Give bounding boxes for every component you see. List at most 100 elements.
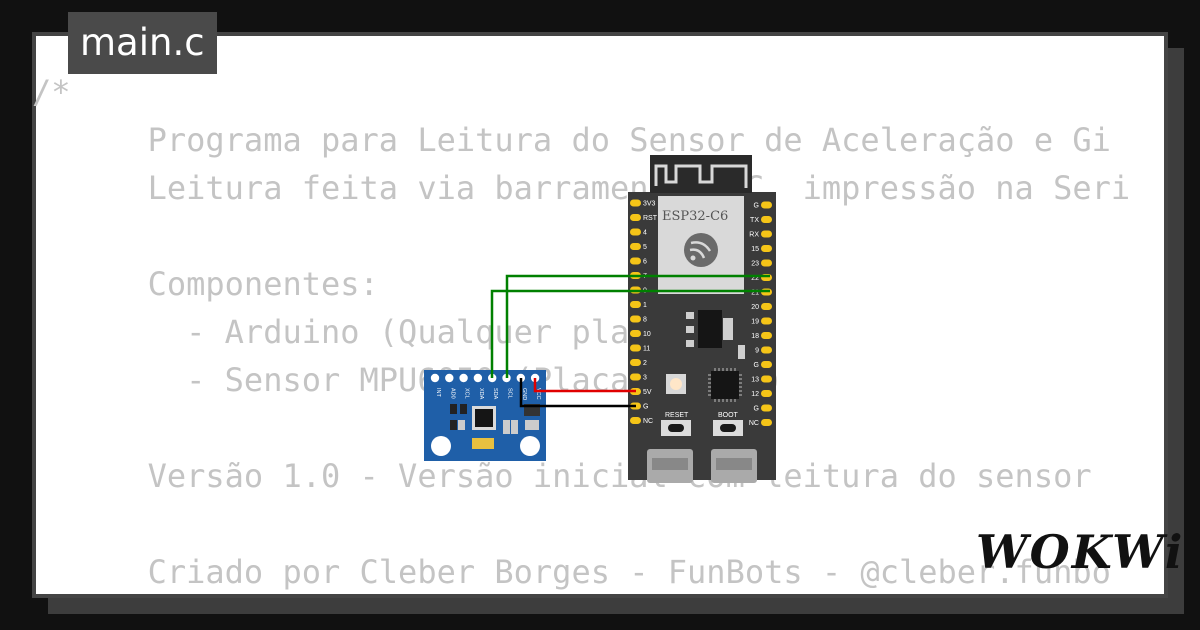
esp32-pin[interactable]	[761, 230, 772, 238]
mpu6050-pin-label: SDA	[492, 388, 498, 400]
esp32-pin[interactable]	[761, 375, 772, 383]
esp32-pin[interactable]	[630, 373, 641, 381]
esp32-pin[interactable]	[761, 259, 772, 267]
esp32-pin-label: 13	[751, 377, 759, 384]
mpu-resistor-pack	[472, 438, 494, 449]
mpu6050-pin-label: VCC	[535, 388, 541, 400]
right-frame-gap	[1184, 48, 1200, 630]
code-card	[32, 32, 1168, 598]
esp32-pin[interactable]	[630, 228, 641, 236]
right-frame	[1164, 32, 1168, 598]
esp32-pin-label: G	[754, 203, 759, 210]
file-tab[interactable]: main.c	[68, 12, 217, 74]
esp32-pin[interactable]	[761, 317, 772, 325]
reset-button[interactable]	[661, 420, 691, 436]
rgb-led-lens	[670, 378, 682, 390]
wokwi-logo: WOKWi	[976, 525, 1185, 579]
esp32-pin-label: 21	[751, 290, 759, 297]
scl-wire[interactable]	[505, 274, 770, 378]
mount-hole	[431, 436, 451, 456]
esp32-pin[interactable]	[761, 419, 772, 426]
esp32-pin[interactable]	[630, 359, 641, 366]
usb-port-left	[647, 449, 693, 483]
esp32-pin-label: 5	[643, 244, 647, 251]
regulator-pin	[686, 340, 694, 347]
chip-label: ESP32-C6	[662, 209, 728, 224]
bottom-frame-shadow	[48, 598, 1184, 614]
boot-button[interactable]	[713, 420, 743, 436]
code-view: /* Programa para Leitura do Sensor de Ac…	[32, 68, 1130, 596]
esp32-pin-label: G	[754, 406, 759, 413]
smd-component	[738, 345, 745, 359]
mpu6050-pin-label: INT	[435, 388, 441, 398]
esp32-pin[interactable]	[630, 301, 641, 308]
esp32-pin-label: 15	[751, 246, 759, 253]
mpu-chip	[475, 409, 493, 427]
espressif-logo-icon	[684, 233, 718, 267]
vcc-wire[interactable]	[533, 378, 636, 393]
code-line: /*	[32, 73, 71, 111]
esp32-pin-label: G	[754, 362, 759, 369]
esp32-pin-label: 8	[643, 317, 647, 324]
esp32-pin[interactable]	[761, 303, 772, 310]
esp32-pin[interactable]	[761, 346, 772, 354]
mount-hole	[520, 436, 540, 456]
bottom-frame-gap-2	[48, 614, 1200, 630]
esp32-pin[interactable]	[630, 257, 641, 265]
esp32-pin[interactable]	[761, 201, 772, 209]
sda-wire[interactable]	[490, 289, 770, 378]
esp32-pin-label: 4	[643, 230, 647, 237]
esp32-pin[interactable]	[630, 214, 641, 221]
mpu6050-pin[interactable]	[430, 373, 440, 383]
wires	[490, 274, 770, 408]
esp32-pin-label: RX	[749, 232, 759, 239]
esp32-pin-label: NC	[643, 418, 653, 425]
bottom-frame-gap	[32, 598, 48, 630]
regulator-tab	[723, 318, 733, 340]
code-line: Componentes:	[32, 265, 379, 303]
esp32-pin[interactable]	[761, 390, 772, 397]
esp32-pin[interactable]	[630, 243, 641, 250]
regulator-pin	[686, 326, 694, 333]
mpu6050-pin[interactable]	[459, 373, 468, 383]
code-line: - Sensor MPU6050 (Placa GY-521)	[32, 361, 784, 399]
esp32-pin-label: 22	[751, 275, 759, 282]
esp32-pin[interactable]	[761, 404, 772, 412]
esp32-pin-label: 11	[643, 346, 650, 353]
esp32-pin-label: TX	[750, 217, 759, 224]
regulator-pin	[686, 312, 694, 319]
esp32-pin-label: 5V	[643, 389, 652, 396]
esp32-pin[interactable]	[761, 361, 772, 368]
esp32-pin[interactable]	[761, 332, 772, 339]
esp32-pin[interactable]	[761, 245, 772, 252]
usb-uart-chip	[708, 368, 742, 402]
esp32-pin-label: 23	[751, 261, 759, 268]
esp32-pin[interactable]	[630, 199, 641, 207]
mpu6050-pin[interactable]	[445, 373, 454, 383]
esp32-pin[interactable]	[630, 330, 641, 337]
mpu6050-pin-label: GND	[521, 388, 527, 400]
esp32-pin-label: 18	[751, 333, 759, 340]
esp32-pin[interactable]	[761, 216, 772, 223]
code-line: Criado por Cleber Borges - FunBots - @cl…	[32, 553, 1111, 591]
esp32-pin[interactable]	[630, 315, 641, 323]
code-line: Programa para Leitura do Sensor de Acele…	[32, 121, 1111, 159]
esp32-pin[interactable]	[630, 417, 641, 424]
voltage-regulator	[698, 310, 722, 348]
gnd-wire[interactable]	[519, 378, 636, 408]
mpu6050-pin-label: AD0	[449, 388, 455, 399]
mpu6050-pin-label: XCL	[464, 388, 470, 399]
antenna-trace	[654, 164, 748, 188]
esp32-pin-label: 3V3	[643, 201, 656, 208]
reset-label: RESET	[665, 412, 689, 419]
esp32-pin-label: 20	[751, 304, 759, 311]
mpu6050-pin[interactable]	[473, 373, 483, 383]
esp32-pin[interactable]	[630, 344, 641, 352]
smd-component	[503, 420, 510, 434]
smd-component	[525, 420, 539, 430]
esp32-pin-label: 9	[755, 348, 759, 355]
